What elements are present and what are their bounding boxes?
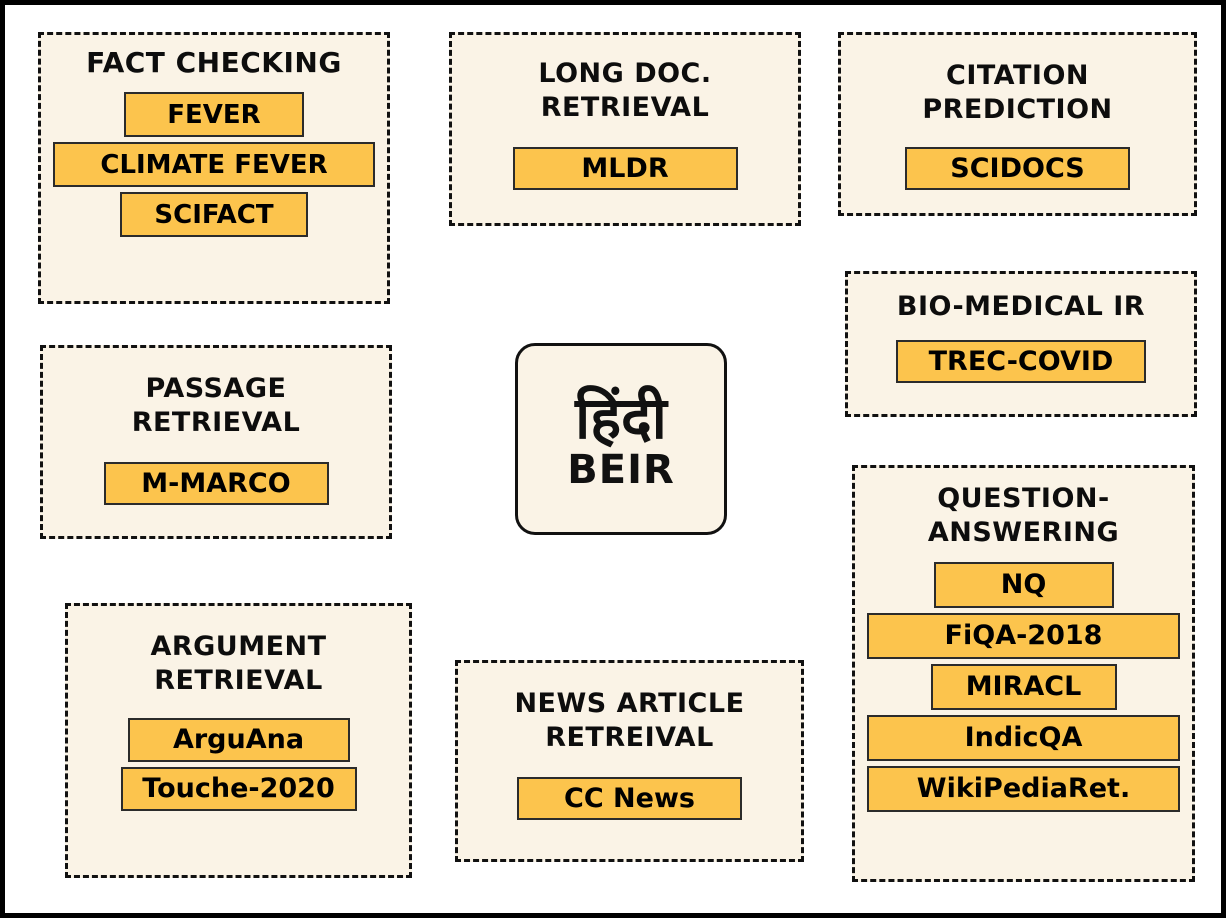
logo-card: हिंदी BEIR: [515, 343, 727, 535]
dataset-pill-arguana[interactable]: ArguAna: [127, 717, 350, 762]
category-box-bio-medical-ir: BIO-MEDICAL IR TREC-COVID: [845, 271, 1197, 417]
dataset-list-fact-checking: FEVER CLIMATE FEVER SCIFACT: [53, 92, 375, 237]
category-box-news-article-retrieval: NEWS ARTICLE RETREIVAL CC News: [455, 660, 804, 862]
dataset-pill-mldr[interactable]: MLDR: [512, 146, 738, 190]
dataset-list-long-doc-retrieval: MLDR: [464, 146, 786, 190]
dataset-list-bio-medical-ir: TREC-COVID: [860, 339, 1182, 383]
dataset-pill-m-marco[interactable]: M-MARCO: [103, 461, 329, 505]
dataset-list-question-answering: NQ FiQA-2018 MIRACL IndicQA WikiPediaRet…: [867, 561, 1180, 812]
dataset-list-news-article-retrieval: CC News: [470, 776, 789, 820]
category-title-long-doc-retrieval: LONG DOC. RETRIEVAL: [538, 58, 712, 123]
category-box-long-doc-retrieval: LONG DOC. RETRIEVAL MLDR: [449, 32, 801, 226]
category-title-fact-checking: FACT CHECKING: [86, 46, 342, 79]
dataset-pill-touche-2020[interactable]: Touche-2020: [120, 766, 357, 811]
category-title-citation-prediction: CITATION PREDICTION: [922, 60, 1113, 125]
dataset-pill-scifact[interactable]: SCIFACT: [120, 192, 308, 237]
category-title-bio-medical-ir: BIO-MEDICAL IR: [896, 291, 1146, 322]
dataset-list-argument-retrieval: ArguAna Touche-2020: [80, 717, 397, 811]
dataset-pill-indicqa[interactable]: IndicQA: [867, 714, 1180, 761]
dataset-pill-fever[interactable]: FEVER: [124, 92, 304, 137]
dataset-pill-cc-news[interactable]: CC News: [517, 776, 742, 820]
dataset-pill-wikipediaret[interactable]: WikiPediaRet.: [867, 765, 1180, 812]
category-box-argument-retrieval: ARGUMENT RETRIEVAL ArguAna Touche-2020: [65, 603, 412, 878]
logo-devanagari-text: हिंदी: [575, 383, 667, 452]
category-title-question-answering: QUESTION- ANSWERING: [927, 483, 1120, 548]
category-box-citation-prediction: CITATION PREDICTION SCIDOCS: [838, 32, 1197, 216]
dataset-pill-fiqa-2018[interactable]: FiQA-2018: [867, 612, 1180, 659]
dataset-list-passage-retrieval: M-MARCO: [55, 461, 377, 505]
dataset-list-citation-prediction: SCIDOCS: [853, 146, 1182, 190]
category-title-argument-retrieval: ARGUMENT RETRIEVAL: [150, 631, 327, 696]
category-box-fact-checking: FACT CHECKING FEVER CLIMATE FEVER SCIFAC…: [38, 32, 390, 304]
dataset-pill-nq[interactable]: NQ: [933, 561, 1114, 608]
logo-beir-text: BEIR: [567, 447, 675, 494]
category-title-passage-retrieval: PASSAGE RETRIEVAL: [131, 373, 301, 438]
dataset-pill-climate-fever[interactable]: CLIMATE FEVER: [53, 142, 375, 187]
dataset-pill-miracl[interactable]: MIRACL: [930, 663, 1117, 710]
dataset-pill-trec-covid[interactable]: TREC-COVID: [896, 339, 1146, 383]
category-box-passage-retrieval: PASSAGE RETRIEVAL M-MARCO: [40, 345, 392, 539]
category-title-news-article-retrieval: NEWS ARTICLE RETREIVAL: [514, 688, 745, 753]
category-box-question-answering: QUESTION- ANSWERING NQ FiQA-2018 MIRACL …: [852, 465, 1195, 882]
dataset-pill-scidocs[interactable]: SCIDOCS: [905, 146, 1130, 190]
